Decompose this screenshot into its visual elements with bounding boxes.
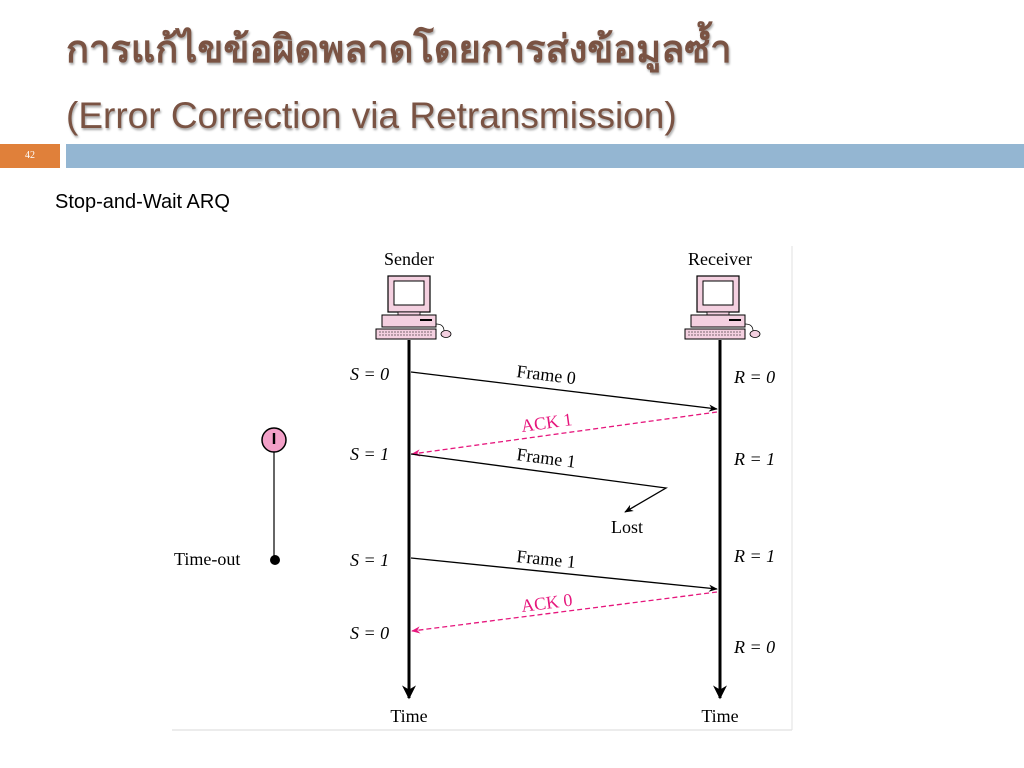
frame-1-lost-arrow	[410, 453, 668, 513]
receiver-state: R = 0	[733, 637, 775, 657]
slide-subtitle: Stop-and-Wait ARQ	[55, 191, 230, 213]
timer-expiry-dot	[270, 555, 280, 565]
sender-time-label: Time	[390, 706, 427, 726]
lost-label: Lost	[611, 517, 643, 537]
timeout-label: Time-out	[174, 549, 240, 569]
ack-1-label: ACK 1	[520, 409, 574, 436]
sender-computer-icon	[375, 275, 452, 340]
sender-state: S = 1	[350, 444, 389, 464]
frame-1-retransmit-arrow	[410, 557, 718, 592]
ack-1-arrow	[411, 411, 718, 457]
frame-0-arrow	[410, 371, 718, 412]
frame-0-label: Frame 0	[516, 361, 577, 388]
stop-and-wait-diagram: Sender Receiver Time Time S = 0 S = 1 S …	[172, 246, 793, 731]
ack-0-arrow	[411, 591, 718, 634]
receiver-state: R = 1	[733, 546, 775, 566]
slide-title-english: (Error Correction via Retransmission)	[66, 95, 677, 136]
receiver-computer-icon	[684, 275, 761, 340]
sender-state: S = 1	[350, 550, 389, 570]
receiver-state: R = 1	[733, 449, 775, 469]
frame-1-lost-label: Frame 1	[515, 444, 577, 472]
sender-label: Sender	[384, 249, 434, 269]
header-bar	[66, 144, 1024, 168]
receiver-state: R = 0	[733, 367, 775, 387]
slide-title-thai: การแก้ไขข้อผิดพลาดโดยการส่งข้อมูลซ้ำ	[66, 29, 732, 71]
sender-state: S = 0	[350, 623, 389, 643]
slide-number: 42	[0, 144, 60, 168]
receiver-time-label: Time	[701, 706, 738, 726]
receiver-label: Receiver	[688, 249, 752, 269]
frame-1-retransmit-label: Frame 1	[516, 546, 577, 572]
sender-state: S = 0	[350, 364, 389, 384]
